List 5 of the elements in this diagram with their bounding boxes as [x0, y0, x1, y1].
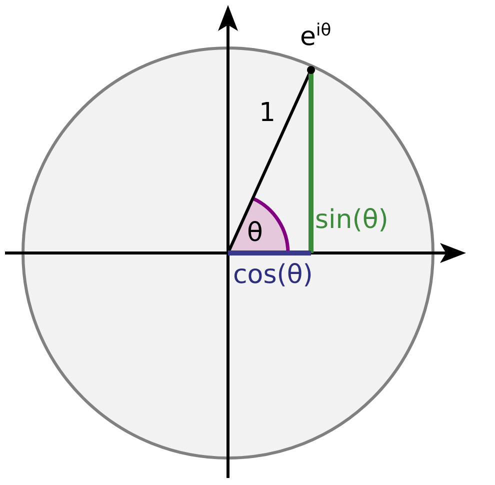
cosine-label: cos(θ) [233, 262, 313, 288]
angle-label: θ [247, 220, 263, 246]
radius-label: 1 [259, 100, 276, 126]
sine-label: sin(θ) [315, 207, 388, 233]
point-label: e$^{iθ}$ [300, 24, 332, 50]
